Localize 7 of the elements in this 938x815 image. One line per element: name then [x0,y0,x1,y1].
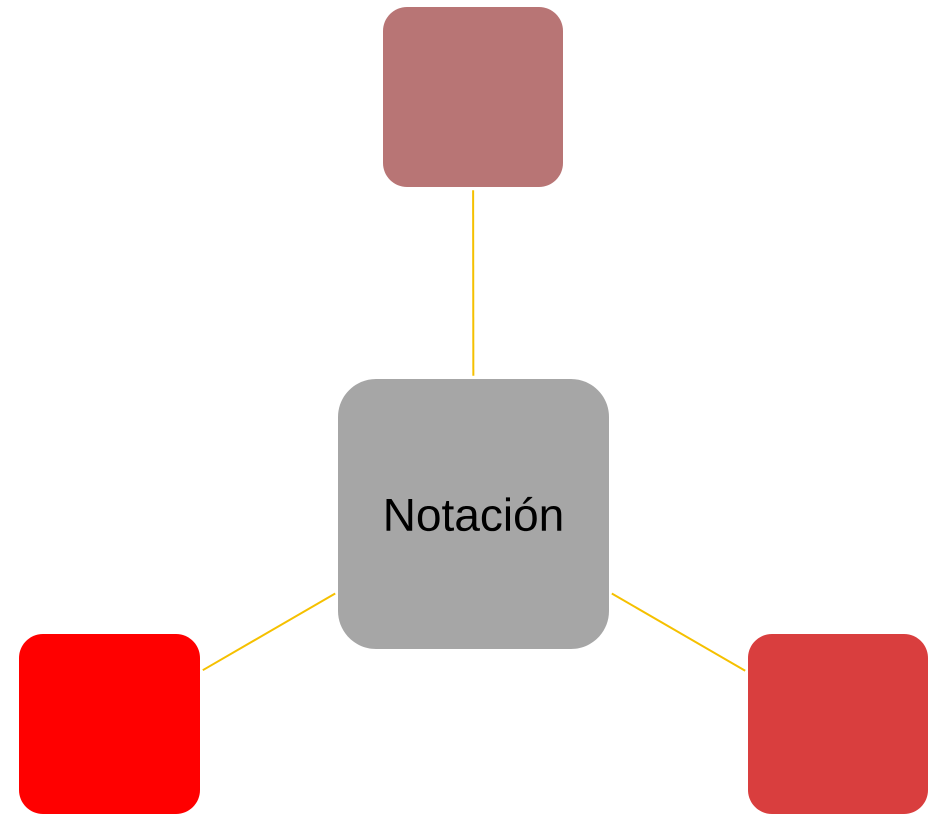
box [748,634,928,814]
connector-line [472,190,474,376]
box [19,634,200,814]
text-box: Notación [338,379,609,649]
box [383,7,563,187]
connector-line [611,592,746,672]
connector-line [202,592,336,672]
